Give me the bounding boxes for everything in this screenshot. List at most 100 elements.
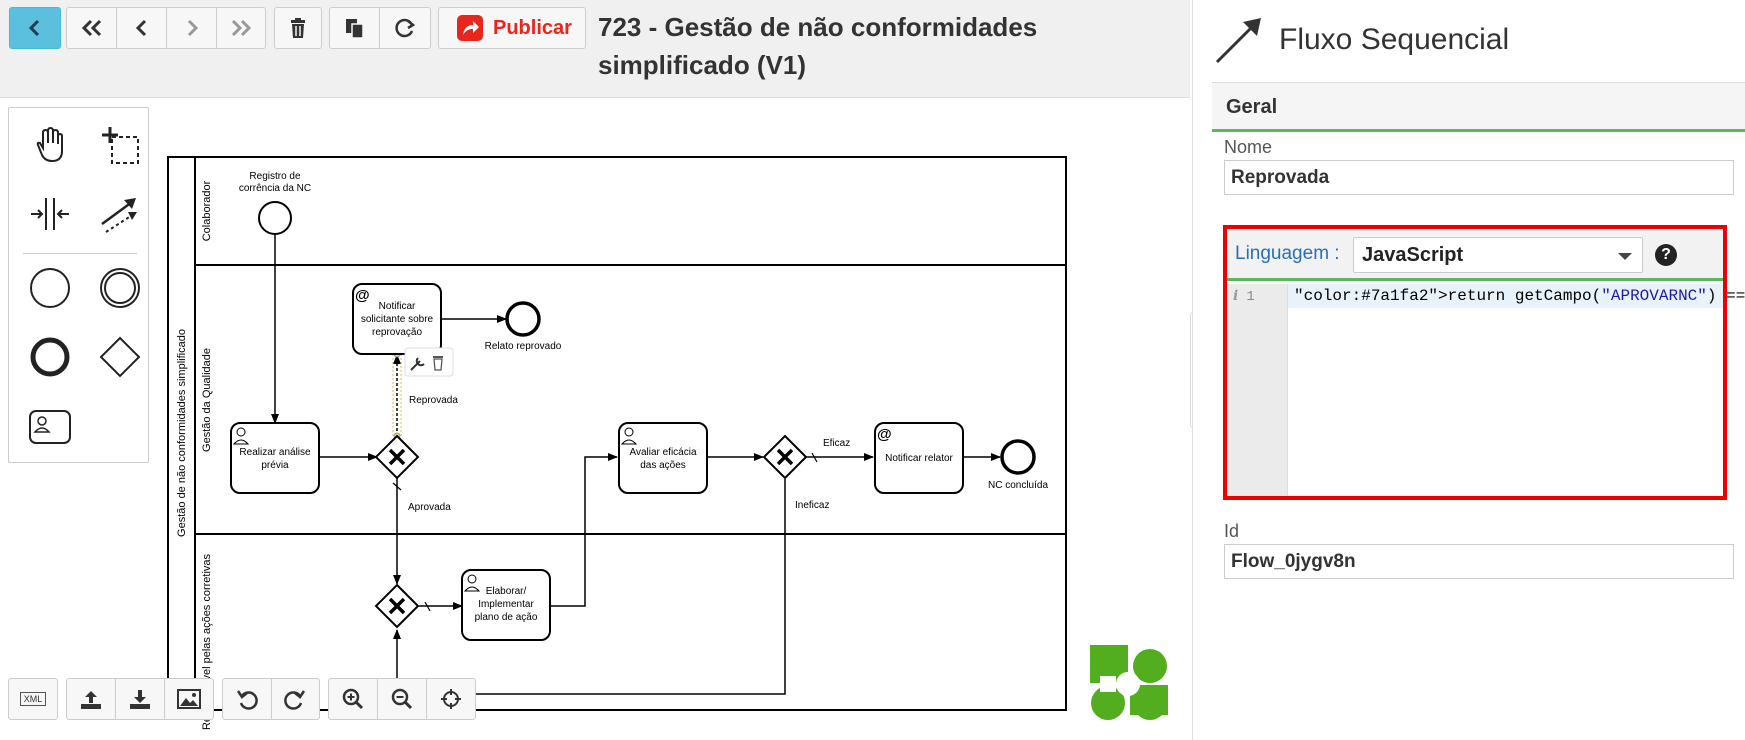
first-button[interactable] <box>67 8 117 48</box>
last-button[interactable] <box>217 8 265 48</box>
trash-icon <box>291 18 305 38</box>
flow-label-ineficaz: Ineficaz <box>795 500 829 511</box>
redo-icon <box>284 690 306 710</box>
task-analyze[interactable] <box>230 422 320 494</box>
refresh-button[interactable] <box>380 8 430 48</box>
user-icon <box>232 427 250 445</box>
line-number-value: 1 <box>1246 289 1255 305</box>
chevron-right-icon <box>187 19 198 37</box>
hand-tool[interactable] <box>23 118 77 172</box>
undo-button[interactable] <box>223 679 272 719</box>
flow-label-eficaz: Eficaz <box>823 438 850 449</box>
upload-button[interactable] <box>67 679 116 719</box>
task-evaluate[interactable] <box>618 422 708 494</box>
page-title: 723 - Gestão de não conformidades simpli… <box>598 12 1038 80</box>
publish-button[interactable]: Publicar <box>438 7 586 49</box>
wrench-icon[interactable] <box>410 357 425 371</box>
palette-divider <box>23 253 137 254</box>
name-label: Nome <box>1224 137 1273 157</box>
task-notify-requester[interactable] <box>352 283 442 355</box>
user-task-tool[interactable] <box>23 400 77 454</box>
intermediate-event-tool[interactable] <box>93 261 147 315</box>
panel-title: Fluxo Sequencial <box>1279 23 1510 56</box>
download-button[interactable] <box>116 679 165 719</box>
previous-button[interactable] <box>117 8 167 48</box>
download-icon <box>130 690 150 709</box>
next-button[interactable] <box>167 8 217 48</box>
chevron-left-icon <box>28 19 40 37</box>
flow-label-reprovada: Reprovada <box>409 395 458 406</box>
task-notify-requester-line-1: Notificar <box>379 301 416 312</box>
task-elaborate[interactable] <box>461 569 551 641</box>
task-notify-reporter[interactable] <box>874 422 964 494</box>
panel-header: Fluxo Sequencial <box>1213 14 1509 66</box>
zoom-group <box>328 678 476 720</box>
language-row: Linguagem : JavaScript ? <box>1227 229 1723 281</box>
delete-button[interactable] <box>274 7 322 49</box>
end-event-rejected[interactable] <box>505 301 541 337</box>
end-event-rejected-label: Relato reprovado <box>485 341 562 352</box>
bpmn-diagram: Gestão de não conformidades simplificado… <box>167 156 1168 730</box>
task-evaluate-line-1: Avaliar eficácia <box>629 447 697 458</box>
tool-palette <box>8 107 149 463</box>
section-general[interactable]: Geral <box>1212 82 1745 132</box>
diagram-canvas[interactable] <box>0 98 1190 740</box>
space-tool-icon <box>31 198 69 230</box>
task-analyze-line-1: Realizar análise <box>239 447 311 458</box>
navigation-group <box>66 7 266 49</box>
language-label: Linguagem : <box>1235 243 1340 264</box>
space-tool[interactable] <box>23 187 77 241</box>
end-event-done[interactable] <box>1000 439 1036 475</box>
edit-group <box>329 7 431 49</box>
connect-arrow-icon <box>101 198 137 233</box>
caret-down-icon <box>1618 253 1632 260</box>
start-event[interactable] <box>258 201 292 235</box>
task-notify-requester-line-2: solicitante sobre <box>361 314 434 325</box>
lasso-tool[interactable] <box>93 118 147 172</box>
trash-icon[interactable] <box>433 356 443 371</box>
language-value: JavaScript <box>1362 244 1464 266</box>
zoom-out-button[interactable] <box>378 679 427 719</box>
double-circle-icon <box>100 268 140 308</box>
end-event-done-label: NC concluída <box>988 480 1048 491</box>
language-select[interactable]: JavaScript <box>1353 237 1643 273</box>
lane-label-qualidade: Gestão da Qualidade <box>201 348 213 452</box>
task-elaborate-line-3: plano de ação <box>475 612 538 623</box>
start-event-label-2: corrência da NC <box>239 183 311 194</box>
toolbar: Publicar 723 - Gestão de não conformidad… <box>0 0 1190 98</box>
redo-button[interactable] <box>272 679 320 719</box>
id-input[interactable]: Flow_0jygv8n <box>1224 544 1734 579</box>
hand-icon <box>36 126 63 163</box>
double-chevron-right-icon <box>231 19 252 37</box>
code-editor[interactable]: "color:#7a1fa2">return getCampo("APROVAR… <box>1288 284 1745 308</box>
copy-icon <box>345 19 364 39</box>
xml-button[interactable]: XML <box>8 678 58 720</box>
share-icon <box>457 15 483 41</box>
sequence-flow-icon <box>1215 18 1261 64</box>
help-icon[interactable]: ? <box>1655 244 1677 266</box>
lane-label-colaborador: Colaborador <box>201 180 213 241</box>
back-button[interactable] <box>9 7 61 49</box>
connect-tool[interactable] <box>93 187 147 241</box>
name-input[interactable]: Reprovada <box>1224 160 1734 195</box>
code-line-1: "color:#7a1fa2">return getCampo("APROVAR… <box>1294 287 1745 305</box>
start-event-tool[interactable] <box>23 261 77 315</box>
crosshair-icon <box>441 689 461 709</box>
zoom-out-icon <box>391 688 413 710</box>
fit-view-button[interactable] <box>427 679 475 719</box>
pool[interactable] <box>167 156 1067 711</box>
export-image-button[interactable] <box>165 679 213 719</box>
user-task-icon <box>29 410 71 444</box>
zoom-in-button[interactable] <box>329 679 378 719</box>
history-group <box>222 678 320 720</box>
gateway-tool[interactable] <box>93 330 147 384</box>
task-evaluate-line-2: das ações <box>640 460 686 471</box>
lasso-select-icon <box>102 127 139 164</box>
double-chevron-left-icon <box>81 19 101 37</box>
undo-icon <box>236 690 258 710</box>
xml-label: XML <box>19 692 47 706</box>
copy-button[interactable] <box>330 8 380 48</box>
end-event-tool[interactable] <box>23 330 77 384</box>
task-elaborate-line-2: Implementar <box>478 599 534 610</box>
